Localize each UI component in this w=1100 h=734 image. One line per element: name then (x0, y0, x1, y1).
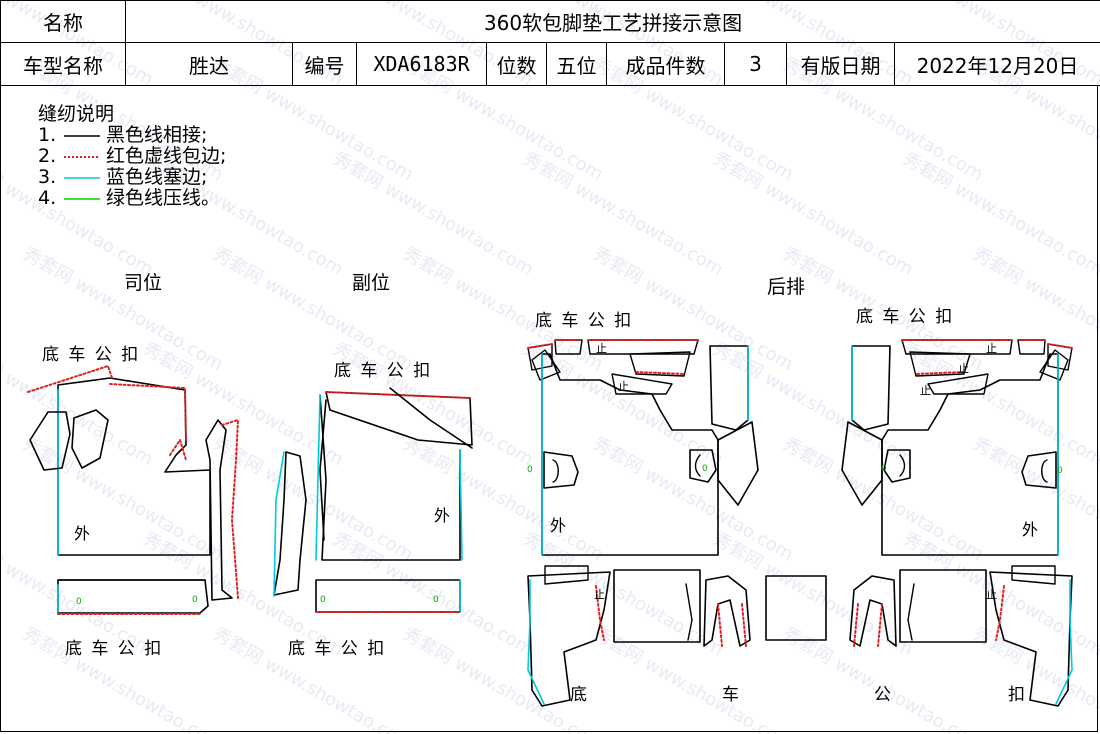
driver-outer-label: 外 (74, 524, 91, 543)
rear-bottom-che: 车 (722, 685, 739, 705)
passenger-bottom-clip-label: 底 车 公 扣 (288, 639, 387, 659)
pieces-label: 成品件数 (606, 42, 725, 86)
stop-mark: 止 (594, 588, 605, 601)
driver-mat-pattern (27, 365, 239, 615)
drawing-frame (0, 85, 1098, 732)
green-line-swatch (64, 197, 100, 200)
stop-mark: 止 (618, 380, 629, 393)
seats-label: 位数 (486, 42, 547, 86)
header-table: 名称 360软包脚垫工艺拼接示意图 车型名称 胜达 编号 XDA6183R 位数… (0, 0, 1100, 86)
stop-mark: 止 (596, 342, 607, 355)
document-title: 360软包脚垫工艺拼接示意图 (124, 0, 1100, 43)
model-value: 胜达 (125, 42, 293, 86)
rear-left-mat-pattern (527, 339, 827, 707)
rear-bottom-di: 底 (570, 685, 587, 705)
rear-right-clip-label: 底 车 公 扣 (856, 307, 955, 327)
note-item: 3. 蓝色线塞边; (38, 166, 208, 188)
driver-top-clip-label: 底 车 公 扣 (42, 345, 141, 365)
rear-left-outer-label: 外 (550, 516, 567, 535)
code-label: 编号 (292, 42, 357, 86)
note-item: 2. 红色虚线包边; (38, 145, 227, 167)
red-dotted-swatch (64, 155, 100, 158)
date-value: 2022年12月20日 (893, 42, 1100, 86)
name-label: 名称 (0, 0, 126, 43)
green-marker: 0 (76, 597, 82, 607)
stop-mark: 止 (920, 384, 931, 397)
code-value: XDA6183R (356, 42, 487, 86)
stop-mark: 止 (958, 362, 969, 375)
model-label: 车型名称 (0, 42, 126, 86)
cyan-line-swatch (64, 176, 100, 179)
black-line-swatch (64, 134, 100, 137)
pieces-value: 3 (724, 42, 787, 86)
rear-bottom-gong: 公 (874, 685, 891, 705)
date-label: 有版日期 (786, 42, 895, 86)
note-item: 4. 绿色线压线。 (38, 187, 221, 209)
green-marker: 0 (881, 464, 887, 474)
green-marker: 0 (433, 595, 439, 605)
section-rear-title: 后排 (767, 276, 806, 298)
passenger-top-clip-label: 底 车 公 扣 (334, 361, 433, 381)
rear-bottom-kou: 扣 (1008, 685, 1025, 705)
notes-title: 缝纫说明 (38, 103, 115, 125)
rear-right-outer-label: 外 (1022, 520, 1039, 539)
green-marker: 0 (192, 595, 198, 605)
green-marker: 0 (527, 465, 533, 475)
stop-mark: 止 (986, 342, 997, 355)
driver-bottom-clip-label: 底 车 公 扣 (65, 639, 164, 659)
green-marker: 0 (702, 464, 708, 474)
stop-mark: 止 (986, 588, 997, 601)
green-marker: 0 (1057, 466, 1063, 476)
rear-left-clip-label: 底 车 公 扣 (535, 311, 634, 331)
passenger-outer-label: 外 (434, 506, 451, 525)
passenger-mat-pattern (273, 387, 473, 613)
sewing-notes: 缝纫说明 1. 黑色线相接; 2. 红色虚线包边; 3. 蓝色线塞边; 4. 绿… (38, 104, 226, 209)
note-item: 1. 黑色线相接; (38, 124, 208, 146)
section-driver-title: 司位 (124, 272, 163, 294)
seats-value: 五位 (546, 42, 607, 86)
green-marker: 0 (320, 595, 326, 605)
section-passenger-title: 副位 (352, 272, 391, 294)
rear-right-mat-pattern (841, 339, 1073, 707)
